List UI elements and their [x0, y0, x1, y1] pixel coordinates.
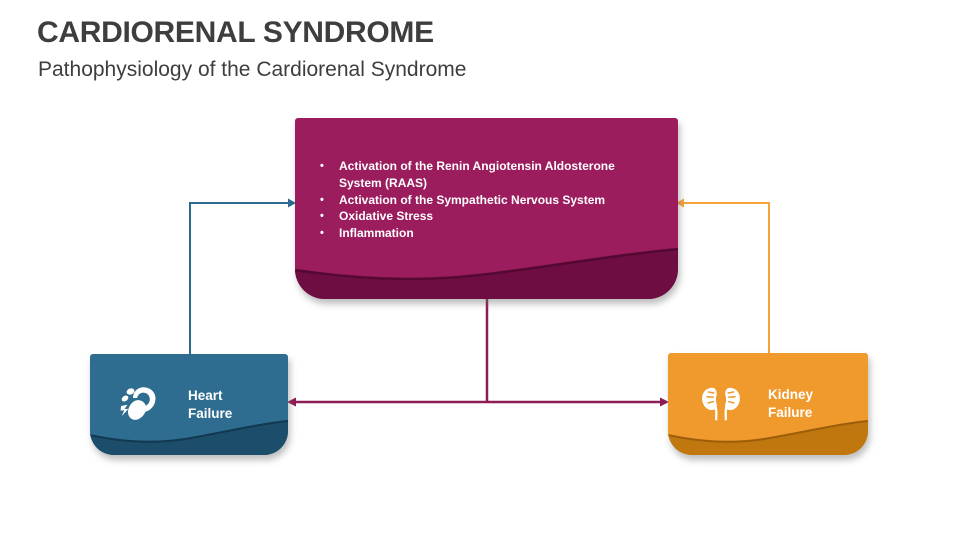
- connector-kidney-to-center: [676, 198, 770, 355]
- bullet-item: Oxidative Stress: [318, 208, 631, 225]
- bullet-item: Activation of the Sympathetic Nervous Sy…: [318, 192, 631, 209]
- kidney-failure-label: Kidney Failure: [768, 387, 814, 420]
- page-subtitle: Pathophysiology of the Cardiorenal Syndr…: [38, 58, 467, 81]
- kidneys-icon: [702, 387, 740, 421]
- heart-icon: [120, 386, 156, 420]
- connector-center-to-both: [287, 298, 669, 407]
- heart-failure-box: Heart Failure: [90, 354, 288, 455]
- pathway-bullet-list: Activation of the Renin Angiotensin Aldo…: [295, 118, 678, 242]
- page-title: CARDIORENAL SYNDROME: [37, 16, 434, 49]
- pathway-box: Activation of the Renin Angiotensin Aldo…: [295, 118, 678, 299]
- wave-decoration: [90, 420, 288, 455]
- connector-heart-to-center: [189, 198, 296, 356]
- wave-decoration: [668, 420, 868, 455]
- bullet-item: Inflammation: [318, 225, 631, 242]
- kidney-failure-box: Kidney Failure: [668, 353, 868, 455]
- heart-failure-label: Heart Failure: [188, 387, 233, 421]
- wave-decoration: [295, 247, 678, 299]
- bullet-item: Activation of the Renin Angiotensin Aldo…: [318, 158, 631, 192]
